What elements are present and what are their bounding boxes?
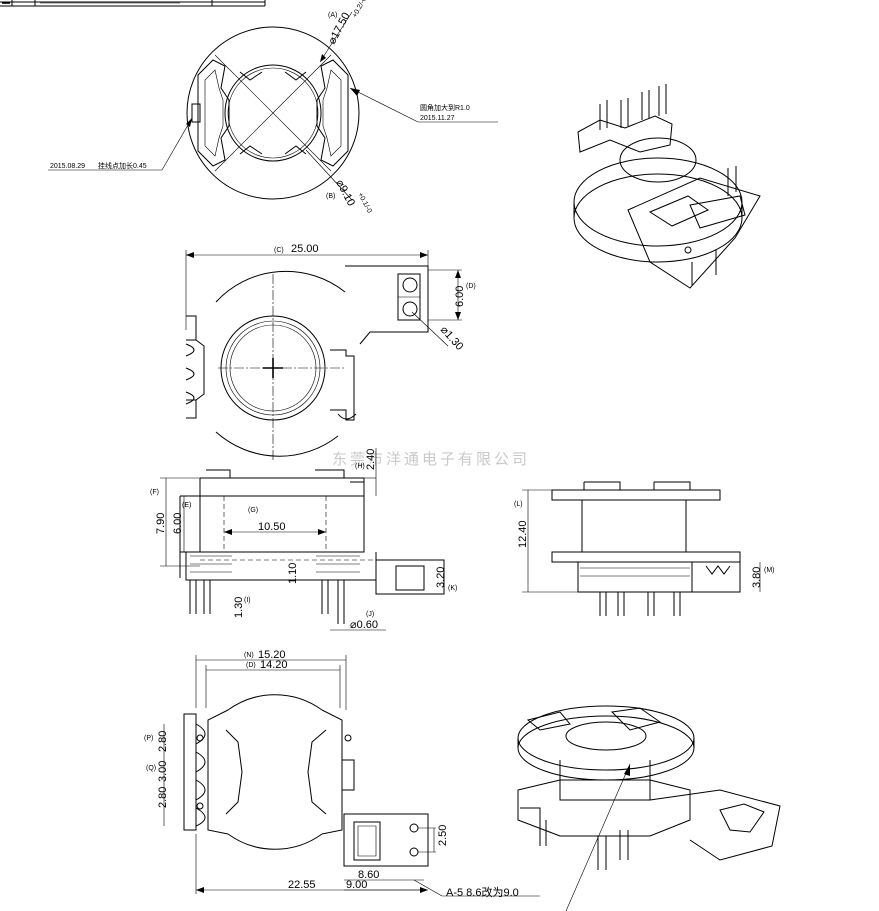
note-right-text: 圆角加大到R1.0 [420, 103, 470, 112]
dim-h-tag: (H) [355, 463, 365, 470]
dim-q-value: 3.00 [157, 761, 169, 782]
company-watermark: 东莞市洋通电子有限公司 [332, 451, 530, 468]
dim-j-tag: (J) [366, 611, 374, 618]
dim-overall-value: 22.55 [288, 879, 316, 891]
dim-n-tag: (N) [244, 652, 254, 659]
dim-w2-value: 9.00 [346, 879, 367, 891]
dim-a-tag: (A) [328, 12, 337, 19]
dim-n-value: 15.20 [258, 649, 286, 661]
dim-m-value: 3.80 [751, 567, 763, 588]
dim-p2-value: 2.80 [157, 787, 169, 808]
note-left-text: 挂线点加长0.45 [98, 161, 147, 170]
dim-m-tag: (M) [764, 567, 775, 574]
dim-q-tag: (Q) [146, 765, 156, 772]
note-right-date: 2015.11.27 [420, 115, 455, 122]
isometric-view-1 [573, 84, 761, 289]
dim-l-value: 12.40 [517, 520, 529, 548]
dim-e-value: 6.00 [172, 513, 184, 534]
dim-d-tag: (D) [466, 283, 476, 290]
dim-base-value: 1.10 [287, 563, 299, 584]
dim-h-value: 2.40 [365, 449, 377, 470]
dim-b-tag: (B) [326, 193, 335, 200]
dim-j-value: ⌀0.60 [350, 619, 378, 631]
dim-d-value: 6.00 [454, 286, 466, 307]
title-block [0, 0, 266, 7]
dim-k-value: 3.20 [435, 567, 447, 588]
plan-view: (N) 15.20 (D) 14.20 2.50 (P) 2.80 (Q) 3.… [144, 649, 540, 899]
dim-i-value: 1.30 [233, 597, 245, 618]
dim-f-value: 7.90 [155, 513, 167, 534]
front-view: (F) 7.90 (E) 6.00 (G) 10.50 2.40 (H) 1.1… [150, 448, 457, 631]
dim-a-tol: +0.2/-0.1 [352, 0, 371, 19]
dim-g-tag: (G) [248, 507, 258, 514]
dim-p-tag: (P) [144, 735, 153, 742]
dim-pin-dia: ⌀1.30 [438, 324, 466, 353]
isometric-view-2 [517, 705, 781, 911]
dim-b-tol: +0.1/-0 [356, 192, 373, 215]
dim-g-value: 10.50 [258, 521, 286, 533]
note-left-date: 2015.08.29 [50, 163, 85, 170]
dim-p-value: 2.80 [157, 731, 169, 752]
dim-c-value: 25.00 [291, 243, 319, 255]
dim-f-tag: (F) [150, 489, 159, 496]
bottom-view: (C) 25.00 6.00 (D) ⌀1.30 [185, 243, 476, 460]
dim-k-tag: (K) [448, 585, 457, 592]
top-view: (A) ⌀17.50 +0.2/-0.1 ⌀9.10 +0.1/-0 (B) 2… [48, 0, 498, 214]
dim-i-tag: (I) [244, 597, 251, 604]
dim-e-tag: (E) [182, 502, 191, 509]
side-view: (L) 12.40 3.80 (M) [514, 481, 775, 616]
dim-l-tag: (L) [514, 501, 523, 508]
dim-pin-pitch: 2.50 [437, 825, 449, 846]
revision-note: A-5 8.6改为9.0 [446, 885, 519, 899]
dim-b-value: ⌀9.10 [333, 178, 357, 208]
dim-c-tag: (C) [274, 247, 284, 254]
dim-d2-tag: (D) [246, 662, 256, 669]
dim-d2-value: 14.20 [260, 659, 288, 671]
dim-w1-value: 8.60 [358, 869, 379, 881]
